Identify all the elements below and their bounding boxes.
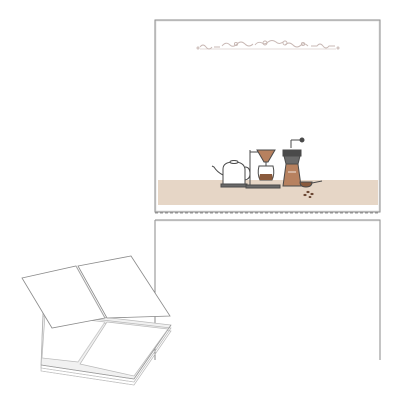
decorative-scroll-border-icon [196, 40, 340, 50]
stacked-labels-illustration [21, 255, 172, 386]
pour-over-dripper-stand-icon [245, 149, 281, 189]
counter-surface [158, 180, 378, 205]
gooseneck-kettle-icon [211, 160, 251, 188]
label-sheet-right [77, 255, 171, 319]
top-label-card [154, 19, 381, 213]
coffee-grinder-icon [282, 137, 305, 187]
coffee-scoop-icon [299, 180, 323, 188]
coffee-beans-icon [303, 190, 314, 198]
bottom-label-card [154, 219, 381, 360]
